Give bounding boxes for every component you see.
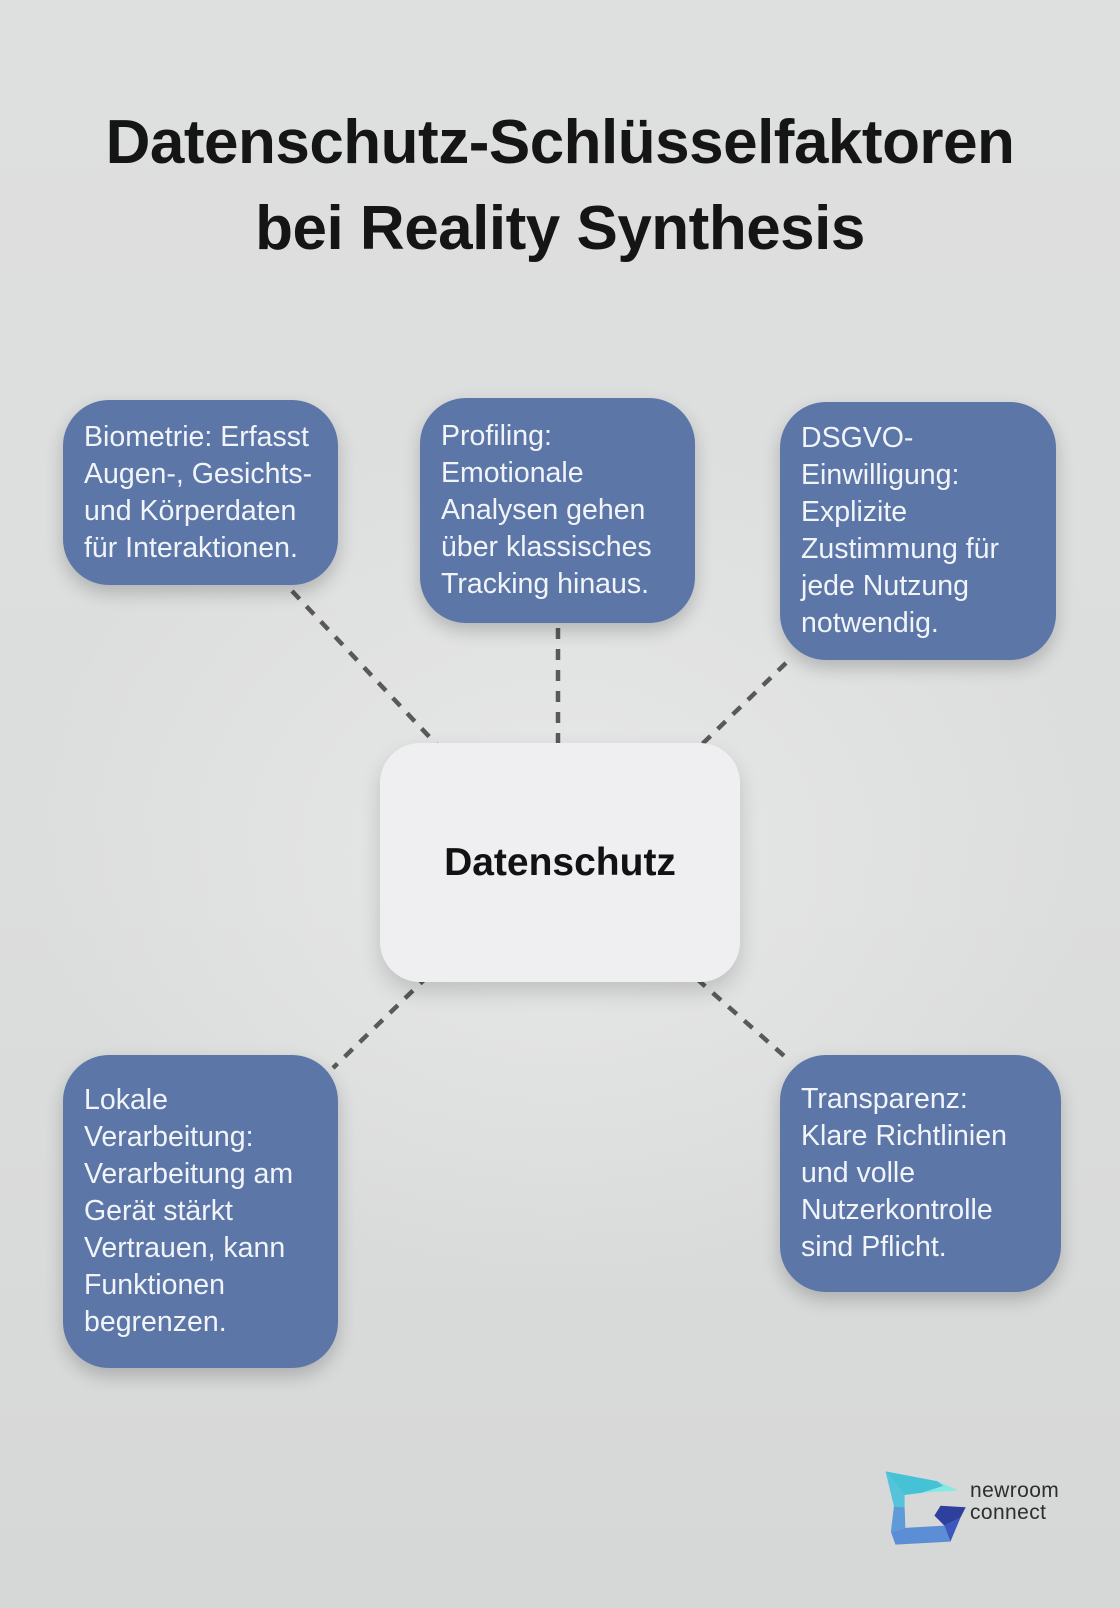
logo-facet-bottom [890, 1525, 951, 1545]
connector-lokale-line [331, 974, 430, 1070]
page-title: Datenschutz-Schlüsselfaktoren bei Realit… [105, 108, 1015, 263]
node-dsgvo-einwilligung: DSGVO- Einwilligung: Explizite Zustimmun… [780, 402, 1056, 660]
node-transparenz: Transparenz: Klare Richtlinien und volle… [780, 1055, 1061, 1292]
logo-wordmark-line1: newroom [970, 1479, 1060, 1502]
logo-facet-left-upper [885, 1471, 905, 1508]
logo-facet-top [885, 1471, 944, 1496]
logo-facet-left-lower [890, 1506, 906, 1532]
center-node-datenschutz: Datenschutz [380, 743, 740, 982]
logo-facet-arrow [934, 1505, 966, 1526]
connector-biometrie-line [290, 589, 440, 748]
logo-facet-bottom-right [944, 1517, 961, 1542]
node-profiling: Profiling: Emotionale Analysen gehen übe… [420, 398, 695, 623]
connector-dsgvo-line [695, 661, 788, 751]
newroom-connect-logo-icon [885, 1471, 966, 1545]
newroom-connect-logo: newroom connect [884, 1468, 1059, 1548]
center-node-label: Datenschutz [444, 840, 676, 884]
node-biometrie: Biometrie: Erfasst Augen-, Gesichts- und… [63, 400, 338, 585]
logo-wordmark: newroom connect [970, 1480, 1059, 1524]
logo-facet-top-tip [922, 1481, 959, 1493]
logo-wordmark-line2: connect [970, 1501, 1047, 1524]
node-lokale-verarbeitung: Lokale Verarbeitung: Verarbeitung am Ger… [63, 1055, 338, 1368]
connector-transparenz-line [695, 977, 793, 1064]
